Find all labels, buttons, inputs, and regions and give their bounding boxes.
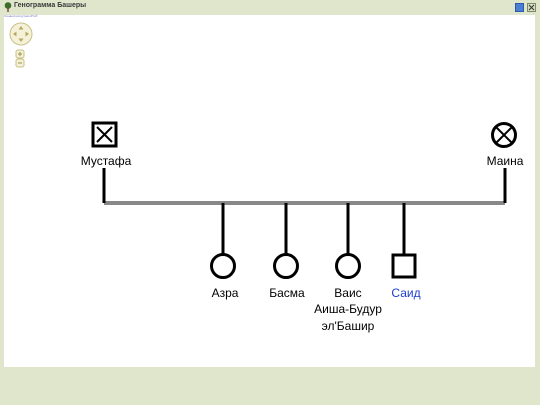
pan-up-icon[interactable]: [18, 26, 24, 30]
person-vais[interactable]: Ваис Аиша-Будур эл'Башир: [314, 253, 382, 334]
female-symbol: [335, 253, 361, 279]
zoom-control[interactable]: [15, 49, 27, 69]
person-name: Басма: [269, 286, 305, 300]
person-mustafa[interactable]: Мустафа: [81, 121, 132, 168]
female-symbol: [210, 253, 236, 279]
zoom-in-icon: [18, 52, 22, 56]
person-maina[interactable]: Маина: [487, 122, 524, 169]
title-bar: Генограмма Башеры: [0, 0, 540, 15]
person-name: Маина: [487, 154, 524, 168]
deceased-mark: [96, 126, 113, 143]
tree-icon: [4, 2, 12, 12]
close-icon: [528, 4, 535, 11]
restore-button[interactable]: [515, 3, 524, 12]
person-name-line3: эл'Башир: [322, 319, 375, 333]
close-button[interactable]: [527, 3, 536, 12]
person-name: Мустафа: [81, 154, 132, 168]
window-title: Генограмма Башеры: [14, 2, 87, 9]
pan-left-icon[interactable]: [13, 31, 17, 37]
genogram-canvas[interactable]: [4, 15, 535, 367]
female-symbol: [273, 253, 299, 279]
pan-down-icon[interactable]: [18, 38, 24, 43]
pan-control[interactable]: [9, 22, 33, 46]
male-symbol: [391, 253, 417, 279]
person-name: Ваис: [334, 286, 361, 300]
person-azra[interactable]: Азра: [210, 253, 239, 301]
deceased-mark: [495, 126, 513, 144]
pan-right-icon[interactable]: [25, 31, 30, 37]
person-name-line2: Аиша-Будур: [314, 302, 382, 316]
person-name-link[interactable]: Саид: [391, 286, 420, 300]
credit-text: Created using GenoPro®: [4, 14, 38, 18]
person-basma[interactable]: Басма: [269, 253, 305, 301]
person-said[interactable]: Саид: [391, 253, 421, 300]
person-name: Азра: [212, 286, 239, 300]
